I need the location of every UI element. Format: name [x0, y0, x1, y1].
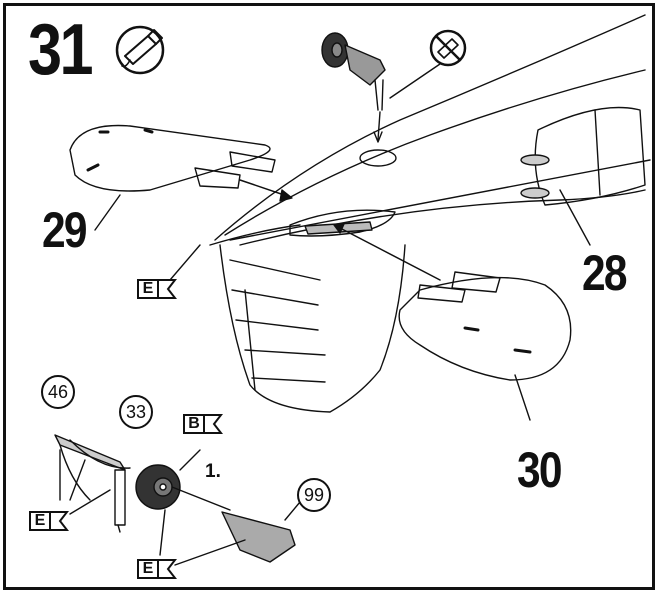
- glue-icon: [115, 25, 165, 75]
- flag-e-left: E: [29, 510, 69, 532]
- part-circle-46: 46: [41, 375, 75, 409]
- part-circle-99: 99: [297, 478, 331, 512]
- tail-wheel-assembly: [321, 32, 386, 143]
- sub-step-label: 1.: [205, 461, 221, 482]
- flag-tail-icon: [159, 559, 177, 579]
- part-number-30: 30: [517, 442, 563, 498]
- fuselage: [209, 14, 651, 413]
- step-number: 31: [28, 10, 94, 90]
- flag-tail-icon: [205, 414, 223, 434]
- flag-b-letter: B: [183, 414, 205, 434]
- no-glue-icon: [389, 29, 467, 99]
- flag-tail-icon: [159, 279, 177, 299]
- landing-gear-assembly: [54, 434, 301, 563]
- flag-e-bottom-letter: E: [137, 559, 159, 579]
- part-number-28: 28: [582, 245, 628, 301]
- part-29-tailplane: [69, 124, 276, 231]
- flag-b: B: [183, 413, 223, 435]
- flag-e-bottom: E: [137, 558, 177, 580]
- flag-e-upper-letter: E: [137, 279, 159, 299]
- flag-e-upper: E: [137, 278, 177, 300]
- part-circle-33: 33: [119, 395, 153, 429]
- flag-e-left-letter: E: [29, 511, 51, 531]
- part-30-tailplane: [398, 271, 572, 421]
- part-number-29: 29: [42, 202, 88, 258]
- flag-tail-icon: [51, 511, 69, 531]
